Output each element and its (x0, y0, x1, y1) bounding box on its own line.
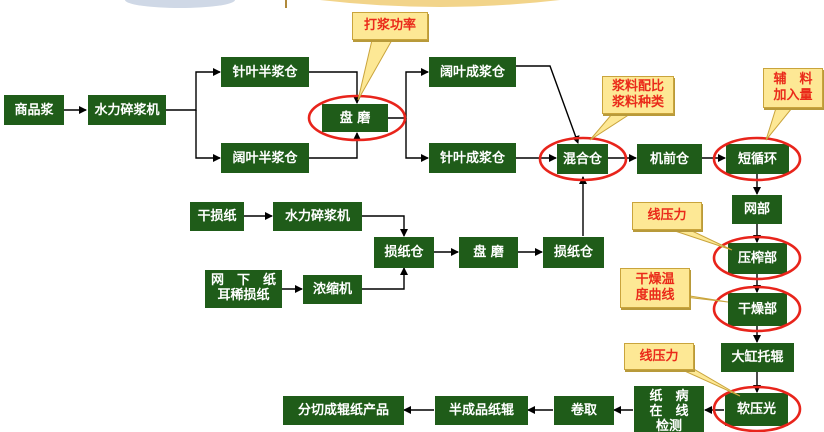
node-disc-refiner-2: 盘 磨 (459, 237, 518, 268)
callout-nip-pressure-2-line-1: 线压力 (639, 348, 679, 364)
callout-additive-dosage: 辅 料 加入量 (763, 68, 823, 108)
node-short-circulation: 短循环 (726, 144, 789, 174)
callout-nip-pressure-1-line-1: 线压力 (647, 208, 687, 224)
node-wire-section: 网部 (732, 195, 782, 224)
decor-blob-gold (320, 0, 560, 7)
edge-hardwood-to-refiner (309, 132, 361, 159)
node-hydrapulper-2: 水力碎浆机 (273, 202, 362, 231)
node-defect-inspection-line-1: 纸 病 (649, 389, 689, 404)
node-wire-broke-line-1: 网 下 纸 (210, 273, 276, 289)
node-mixing-chest: 混合仓 (557, 144, 608, 174)
node-wire-broke: 网 下 纸 耳稀损纸 (205, 270, 282, 308)
node-dry-broke: 干损纸 (190, 202, 244, 231)
edge-refiner-to-softwood-stock (405, 118, 429, 162)
node-machine-chest: 机前仓 (637, 144, 702, 174)
callout-additive-dosage-line-1: 辅 料 (773, 72, 813, 88)
node-reel: 卷取 (554, 396, 614, 425)
callout-pulp-ratio-line-2: 浆料种类 (611, 95, 664, 110)
node-commodity-pulp: 商品浆 (4, 95, 64, 125)
node-wire-broke-line-2: 耳稀损纸 (217, 288, 270, 303)
top-decoration (125, 0, 560, 8)
callout-refining-power-line-1: 打浆功率 (363, 18, 416, 34)
node-softwood-semi-chest: 针叶半浆仓 (221, 57, 309, 87)
node-defect-inspection-line-3: 检测 (655, 418, 682, 432)
node-dryer-section: 干燥部 (728, 293, 787, 326)
callout-additive-dosage-line-2: 加入量 (773, 88, 813, 103)
node-thickener: 浓缩机 (303, 275, 362, 304)
callout-pulp-ratio-line-1: 浆料配比 (611, 79, 664, 95)
callout-pulp-ratio: 浆料配比 浆料种类 (602, 76, 674, 114)
callout-nip-pressure-1: 线压力 (632, 202, 702, 230)
node-hardwood-semi-chest: 阔叶半浆仓 (221, 143, 309, 173)
edge-pulper-to-softwood (166, 68, 221, 111)
edge-hardwood-stock-to-mix (516, 65, 580, 144)
node-hydrapulper-1: 水力碎浆机 (88, 95, 166, 125)
decor-tick (285, 0, 287, 8)
node-semi-finished-roll: 半成品纸辊 (435, 396, 528, 425)
callout-refining-power: 打浆功率 (352, 12, 428, 40)
node-defect-inspection-line-2: 在 线 (649, 403, 689, 419)
node-broke-chest-2: 损纸仓 (543, 237, 604, 268)
callout-dryer-temp-line-2: 度曲线 (635, 288, 675, 303)
callout-dryer-temp: 干燥温 度曲线 (620, 268, 690, 308)
node-broke-chest-1: 损纸仓 (374, 237, 434, 268)
node-hardwood-stock-chest: 阔叶成浆仓 (429, 57, 516, 87)
edge-thickener-to-broke-chest (362, 267, 408, 290)
node-defect-inspection: 纸 病 在 线 检测 (634, 386, 704, 432)
edge-pulper2-to-broke-chest (362, 215, 408, 237)
node-press-section: 压榨部 (728, 243, 787, 274)
node-yankee-calender: 大缸托辊 (721, 343, 794, 372)
node-softwood-stock-chest: 针叶成浆仓 (429, 143, 516, 173)
edge-pulper-to-hardwood (195, 110, 221, 162)
node-disc-refiner-1: 盘 磨 (322, 104, 388, 132)
node-soft-calender: 软压光 (725, 393, 788, 426)
node-slitting-product: 分切成辊纸产品 (283, 396, 404, 425)
decor-blob-blue (125, 0, 235, 8)
callout-dryer-temp-line-1: 干燥温 (635, 272, 675, 288)
callout-nip-pressure-2: 线压力 (624, 343, 694, 370)
edge-refiner-to-hardwood-stock (388, 68, 429, 119)
edge-softwood-to-refiner (309, 71, 361, 104)
